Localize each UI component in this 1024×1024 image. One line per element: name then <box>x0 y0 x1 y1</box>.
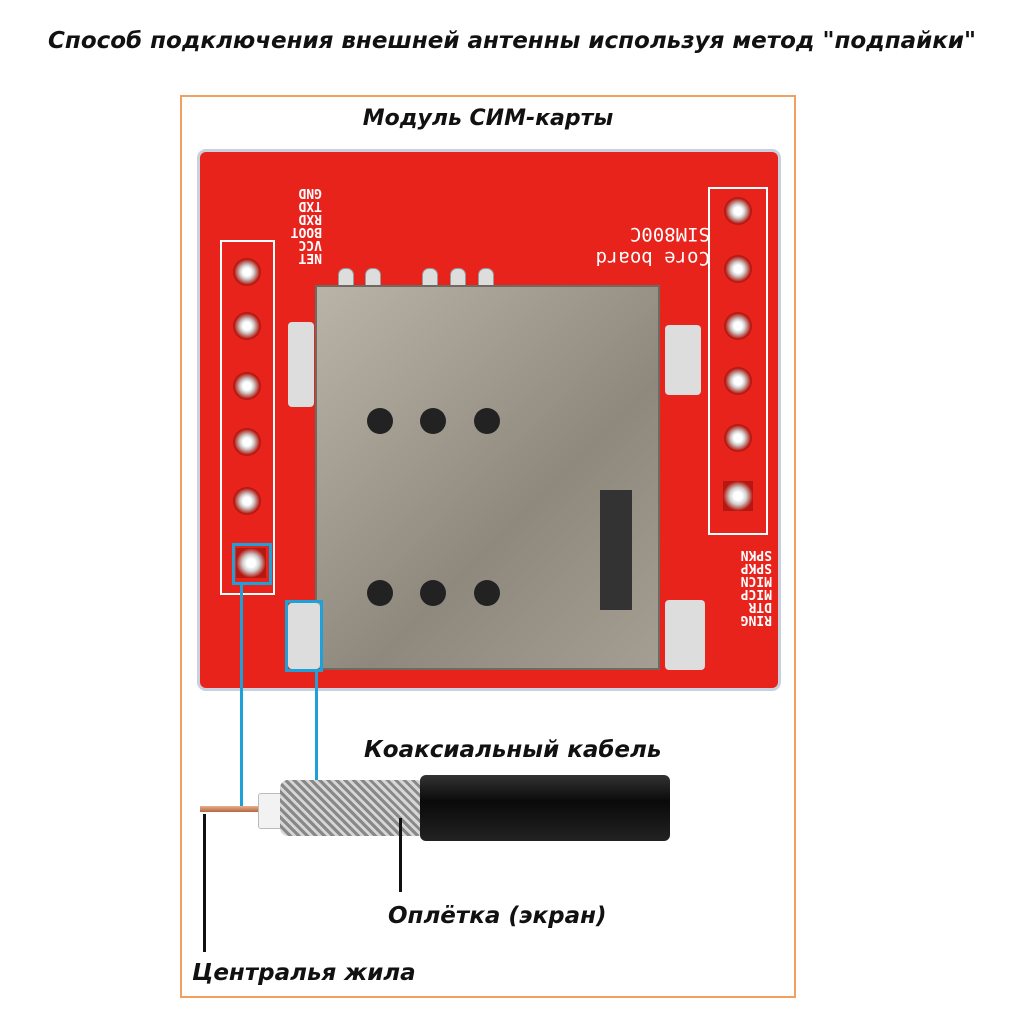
ground-pad <box>288 603 320 669</box>
hole <box>367 408 393 434</box>
pin-label: RXD <box>298 211 322 226</box>
pin <box>724 197 752 225</box>
center-conductor <box>200 806 262 812</box>
shield-label: Оплётка (экран) <box>388 903 607 929</box>
hole <box>367 580 393 606</box>
left-pin-labels: NET VCC BOOT RXD TXD GND <box>282 185 322 265</box>
cable-label: Коаксиальный кабель <box>364 737 662 763</box>
pin <box>724 424 752 452</box>
holder-tab <box>665 600 705 670</box>
hole <box>474 580 500 606</box>
board-subtitle: Core board <box>595 247 710 269</box>
core-label: Централья жила <box>192 960 416 986</box>
braid-shield <box>280 780 425 836</box>
pin <box>723 481 753 511</box>
left-pin-header <box>220 240 275 595</box>
pin-label: TXD <box>298 198 322 213</box>
cable-jacket <box>420 775 670 841</box>
pin-label: GND <box>298 185 322 200</box>
pin <box>724 312 752 340</box>
hole <box>420 408 446 434</box>
pin-label: MICN <box>740 573 772 588</box>
pin <box>233 487 261 515</box>
latch <box>600 490 632 610</box>
pin-label: SPKN <box>740 547 772 562</box>
module-label: Модуль СИМ-карты <box>362 106 614 131</box>
core-solder-point-highlight <box>232 543 272 585</box>
pin-label: NET <box>298 250 322 265</box>
board-name: SIM800C <box>629 223 710 245</box>
holder-tab <box>665 325 701 395</box>
right-pin-labels: RING DTR MICP MICN SPKP SPKN <box>706 547 772 627</box>
pin <box>233 428 261 456</box>
shield-solder-point-highlight <box>285 600 323 672</box>
pin-label: VCC <box>298 237 322 252</box>
shield-connection-line <box>315 672 318 804</box>
diagram-frame <box>180 95 796 998</box>
holder-tab <box>288 322 314 407</box>
pin-label: BOOT <box>290 224 322 239</box>
sim-card-holder <box>315 285 660 670</box>
pin <box>233 312 261 340</box>
pin <box>724 367 752 395</box>
core-pointer-line <box>203 814 206 952</box>
antenna-pad <box>236 548 266 578</box>
pin-label: RING <box>740 612 772 627</box>
hole <box>420 580 446 606</box>
shield-pointer-line <box>399 818 402 892</box>
pin-label: SPKP <box>740 560 772 575</box>
pin-label: DTR <box>748 599 772 614</box>
right-pin-header <box>708 187 768 535</box>
pin-label: MICP <box>740 586 772 601</box>
core-connection-line <box>240 585 243 810</box>
board-name-silkscreen: Core board SIM800C <box>540 222 710 270</box>
pin <box>233 258 261 286</box>
diagram-title: Способ подключения внешней антенны испол… <box>48 28 976 54</box>
hole <box>474 408 500 434</box>
pin <box>724 255 752 283</box>
pin <box>233 372 261 400</box>
